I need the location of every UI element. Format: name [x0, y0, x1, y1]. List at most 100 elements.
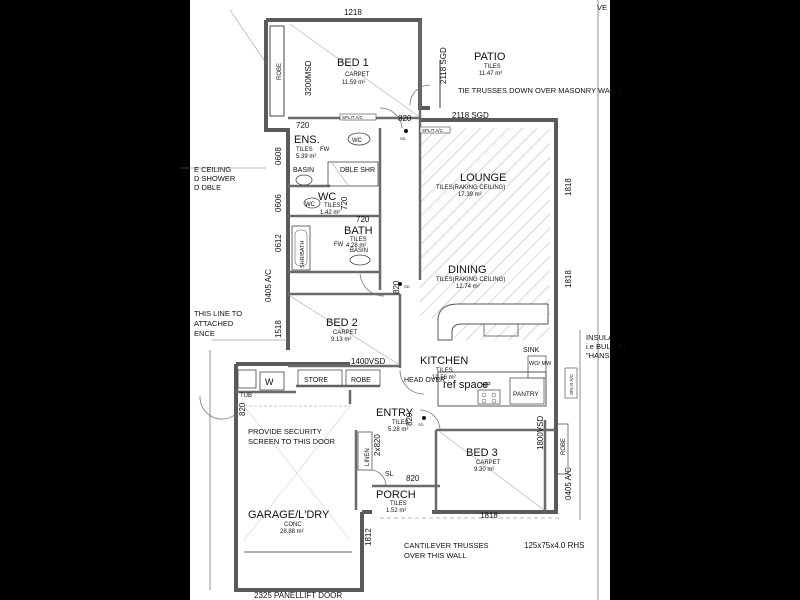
dim-820-b: 820 — [392, 280, 401, 294]
dim-720-c: 720 — [356, 215, 370, 224]
room-bath-area: 4.28 m² — [346, 243, 366, 249]
dim-1812: 1812 — [364, 528, 373, 546]
room-wc-name: WC — [318, 191, 336, 203]
smoke-detector — [404, 129, 408, 133]
room-entry-name: ENTRY — [376, 407, 414, 419]
ensuite-basin-label: BASIN — [293, 167, 314, 174]
ensuite-wc-label: WC — [352, 138, 363, 144]
door-swing — [409, 84, 431, 106]
room-kitchen-name: KITCHEN — [420, 355, 468, 367]
room-porch-finish: TILES — [390, 501, 407, 507]
wc-fixture — [347, 132, 371, 146]
bed1-robe — [269, 25, 285, 117]
room-porch-area: 1.52 m² — [386, 508, 406, 514]
dim-820-c: 820 — [238, 402, 247, 416]
room-dining-finish: TILES(RAKING CEILING) — [436, 277, 505, 283]
split-ac-unit-lounge — [419, 126, 451, 134]
room-dining-name: DINING — [448, 264, 487, 276]
room-bath-finish: TILES — [350, 237, 367, 243]
room-porch-name: PORCH — [376, 489, 416, 501]
note-cantilever-line-2: OVER THIS WALL — [404, 551, 467, 560]
split-ac-side-label: SPLIT A/C — [569, 373, 574, 395]
sl-label: SL — [385, 471, 394, 478]
store-cupboard — [297, 369, 343, 387]
room-ens-name: ENS. — [294, 134, 320, 146]
sink-label: SINK — [523, 347, 540, 354]
trough — [237, 369, 257, 389]
room-bed1-name: BED 1 — [337, 57, 369, 69]
wc2-label: WC — [305, 202, 316, 208]
bath-basin — [349, 254, 371, 266]
split-ac-side — [564, 367, 578, 399]
dim-0612: 0612 — [274, 234, 283, 252]
robe2-label: ROBE — [351, 377, 371, 384]
dim-patio-2118sgd: 2118 SGD — [439, 47, 448, 84]
linen-label: LINEN — [365, 448, 371, 466]
note-ceiling-line-3: D DBLE — [194, 183, 221, 192]
room-wc-area: 1.42 m² — [320, 210, 340, 216]
sd-label-3: SD — [418, 422, 424, 427]
dim-1818-bottom: 1818 — [480, 511, 498, 520]
pantry-label: PANTRY — [513, 391, 539, 398]
dim-2x820: 2x820 — [373, 434, 382, 456]
kitchen-bench — [437, 303, 549, 341]
room-garage-area: 28.88 m² — [280, 529, 304, 535]
note-ve: VE — [597, 3, 607, 12]
dim-0405ac-right: 0405 A/C — [564, 467, 573, 500]
dim-1518: 1518 — [274, 320, 283, 338]
room-entry-finish: TILES — [392, 420, 409, 426]
wo-mw-label: WO/ MW — [529, 361, 552, 367]
hotplate — [477, 389, 501, 405]
room-garage-finish: CONC — [284, 522, 302, 528]
note-line-1: THIS LINE TO — [194, 309, 242, 318]
robe3-label: ROBE — [561, 438, 567, 455]
note-security-line-2: SCREEN TO THIS DOOR — [248, 437, 336, 446]
note-security-line-1: PROVIDE SECURITY — [248, 427, 322, 436]
room-ens-fw: FW — [320, 147, 330, 153]
shr-bath-label: SHR/BATH — [300, 241, 306, 268]
room-wc-finish: TILES — [324, 203, 341, 209]
dim-1818-b: 1818 — [564, 270, 573, 288]
raking-ceiling-hatch — [420, 128, 550, 340]
dble-shr-label: DBLE SHR — [340, 167, 375, 174]
room-lounge-finish: TILES(RAKING CEILING) — [436, 185, 505, 191]
room-garage-name: GARAGE/L'DRY — [248, 509, 330, 521]
dim-0606: 0606 — [274, 194, 283, 212]
room-ens-finish: TILES — [296, 147, 313, 153]
dim-820-e: 820 — [406, 474, 420, 483]
dim-1818-a: 1818 — [564, 178, 573, 196]
smoke-detector — [422, 416, 426, 420]
dim-0405ac-left: 0405 A/C — [264, 269, 273, 302]
dim-1800vsd: 1800VSD — [536, 416, 545, 450]
robe2-cupboard — [345, 369, 381, 387]
sd-label-1: SD — [400, 136, 406, 141]
note-ceiling-line-1: E CEILING — [194, 165, 231, 174]
smoke-detector — [398, 282, 402, 286]
room-bed3-area: 9.30 m² — [474, 467, 494, 473]
wo-mw — [527, 355, 547, 379]
dim-panellift-door: 2325 PANELLIFT DOOR — [254, 591, 342, 600]
note-insulation-line-3: "HANS — [586, 351, 610, 360]
note-cantilever-line-1: CANTILEVER TRUSSES — [404, 541, 488, 550]
shr-bath — [291, 225, 311, 271]
room-patio-name: PATIO — [474, 51, 506, 63]
room-bath-name: BATH — [344, 225, 373, 237]
note-line-3: ENCE — [194, 329, 215, 338]
room-bed3-name: BED 3 — [466, 447, 498, 459]
split-ac-label-lounge: SPLIT A/C — [422, 128, 444, 133]
washer-label: W — [265, 377, 274, 387]
room-dining-area: 12.74 m² — [456, 284, 480, 290]
note-insulation-line-1: INSULA — [586, 333, 613, 342]
store-label: STORE — [304, 377, 328, 384]
room-entry-area: 5.28 m² — [388, 427, 408, 433]
split-ac-unit-bed1 — [339, 113, 377, 121]
ref-space-label: ref space — [443, 379, 488, 391]
room-lounge-area: 17.39 m² — [458, 192, 482, 198]
room-bed1-area: 11.59 m² — [342, 80, 365, 86]
room-bed2-name: BED 2 — [326, 317, 358, 329]
room-bath-fw: FW — [334, 242, 344, 248]
room-bed1-finish: CARPET — [345, 72, 370, 78]
dim-820-a: 820 — [398, 114, 412, 123]
head-over-label: HEAD OVER — [404, 377, 445, 384]
